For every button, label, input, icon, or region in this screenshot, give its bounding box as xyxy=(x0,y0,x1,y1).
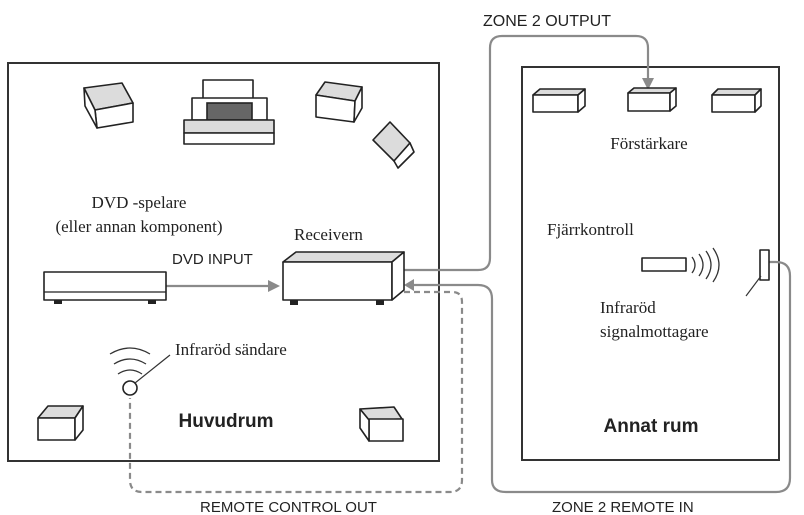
rear-right-speaker xyxy=(359,406,404,442)
center-speaker-tv xyxy=(183,79,275,145)
front-right-speaker xyxy=(315,81,363,123)
front-left-speaker xyxy=(83,82,134,129)
receiver xyxy=(282,251,405,305)
remote-control-out-label: REMOTE CONTROL OUT xyxy=(200,499,377,515)
main-room-label: Huvudrum xyxy=(179,411,274,432)
zone2-output-label: ZONE 2 OUTPUT xyxy=(483,13,611,30)
rear-left-speaker xyxy=(37,405,84,441)
dvd-input-label: DVD INPUT xyxy=(172,251,253,268)
dvd-player-sublabel: (eller annan komponent) xyxy=(55,217,222,236)
ir-signal-receiver xyxy=(745,249,770,297)
dvd-player-label: DVD -spelare xyxy=(92,193,187,212)
remote-control-label: Fjärrkontroll xyxy=(547,220,634,239)
receiver-label: Receivern xyxy=(294,225,363,244)
dvd-player xyxy=(43,271,167,304)
dvd-input-cable xyxy=(166,280,280,292)
zone2-remote-in-cable xyxy=(404,260,792,494)
other-room-left-speaker xyxy=(532,88,586,113)
remote-control xyxy=(641,247,720,283)
amplifier-device xyxy=(627,87,677,112)
zone2-output-cable xyxy=(404,34,654,272)
ir-transmitter-label: Infraröd sändare xyxy=(175,340,287,359)
ir-receiver-label: Infraröd xyxy=(600,298,656,317)
other-room-box xyxy=(521,66,780,461)
zone2-remote-in-label: ZONE 2 REMOTE IN xyxy=(552,499,694,515)
other-room-right-speaker xyxy=(711,88,762,113)
main-room-box xyxy=(7,62,440,462)
remote-control-out-cable xyxy=(128,290,464,494)
ir-transmitter xyxy=(109,347,171,396)
ir-receiver-sublabel: signalmottagare xyxy=(600,322,709,341)
other-room-label: Annat rum xyxy=(604,416,699,437)
amplifier-label: Förstärkare xyxy=(610,134,687,153)
surround-speaker-angled xyxy=(372,121,415,169)
